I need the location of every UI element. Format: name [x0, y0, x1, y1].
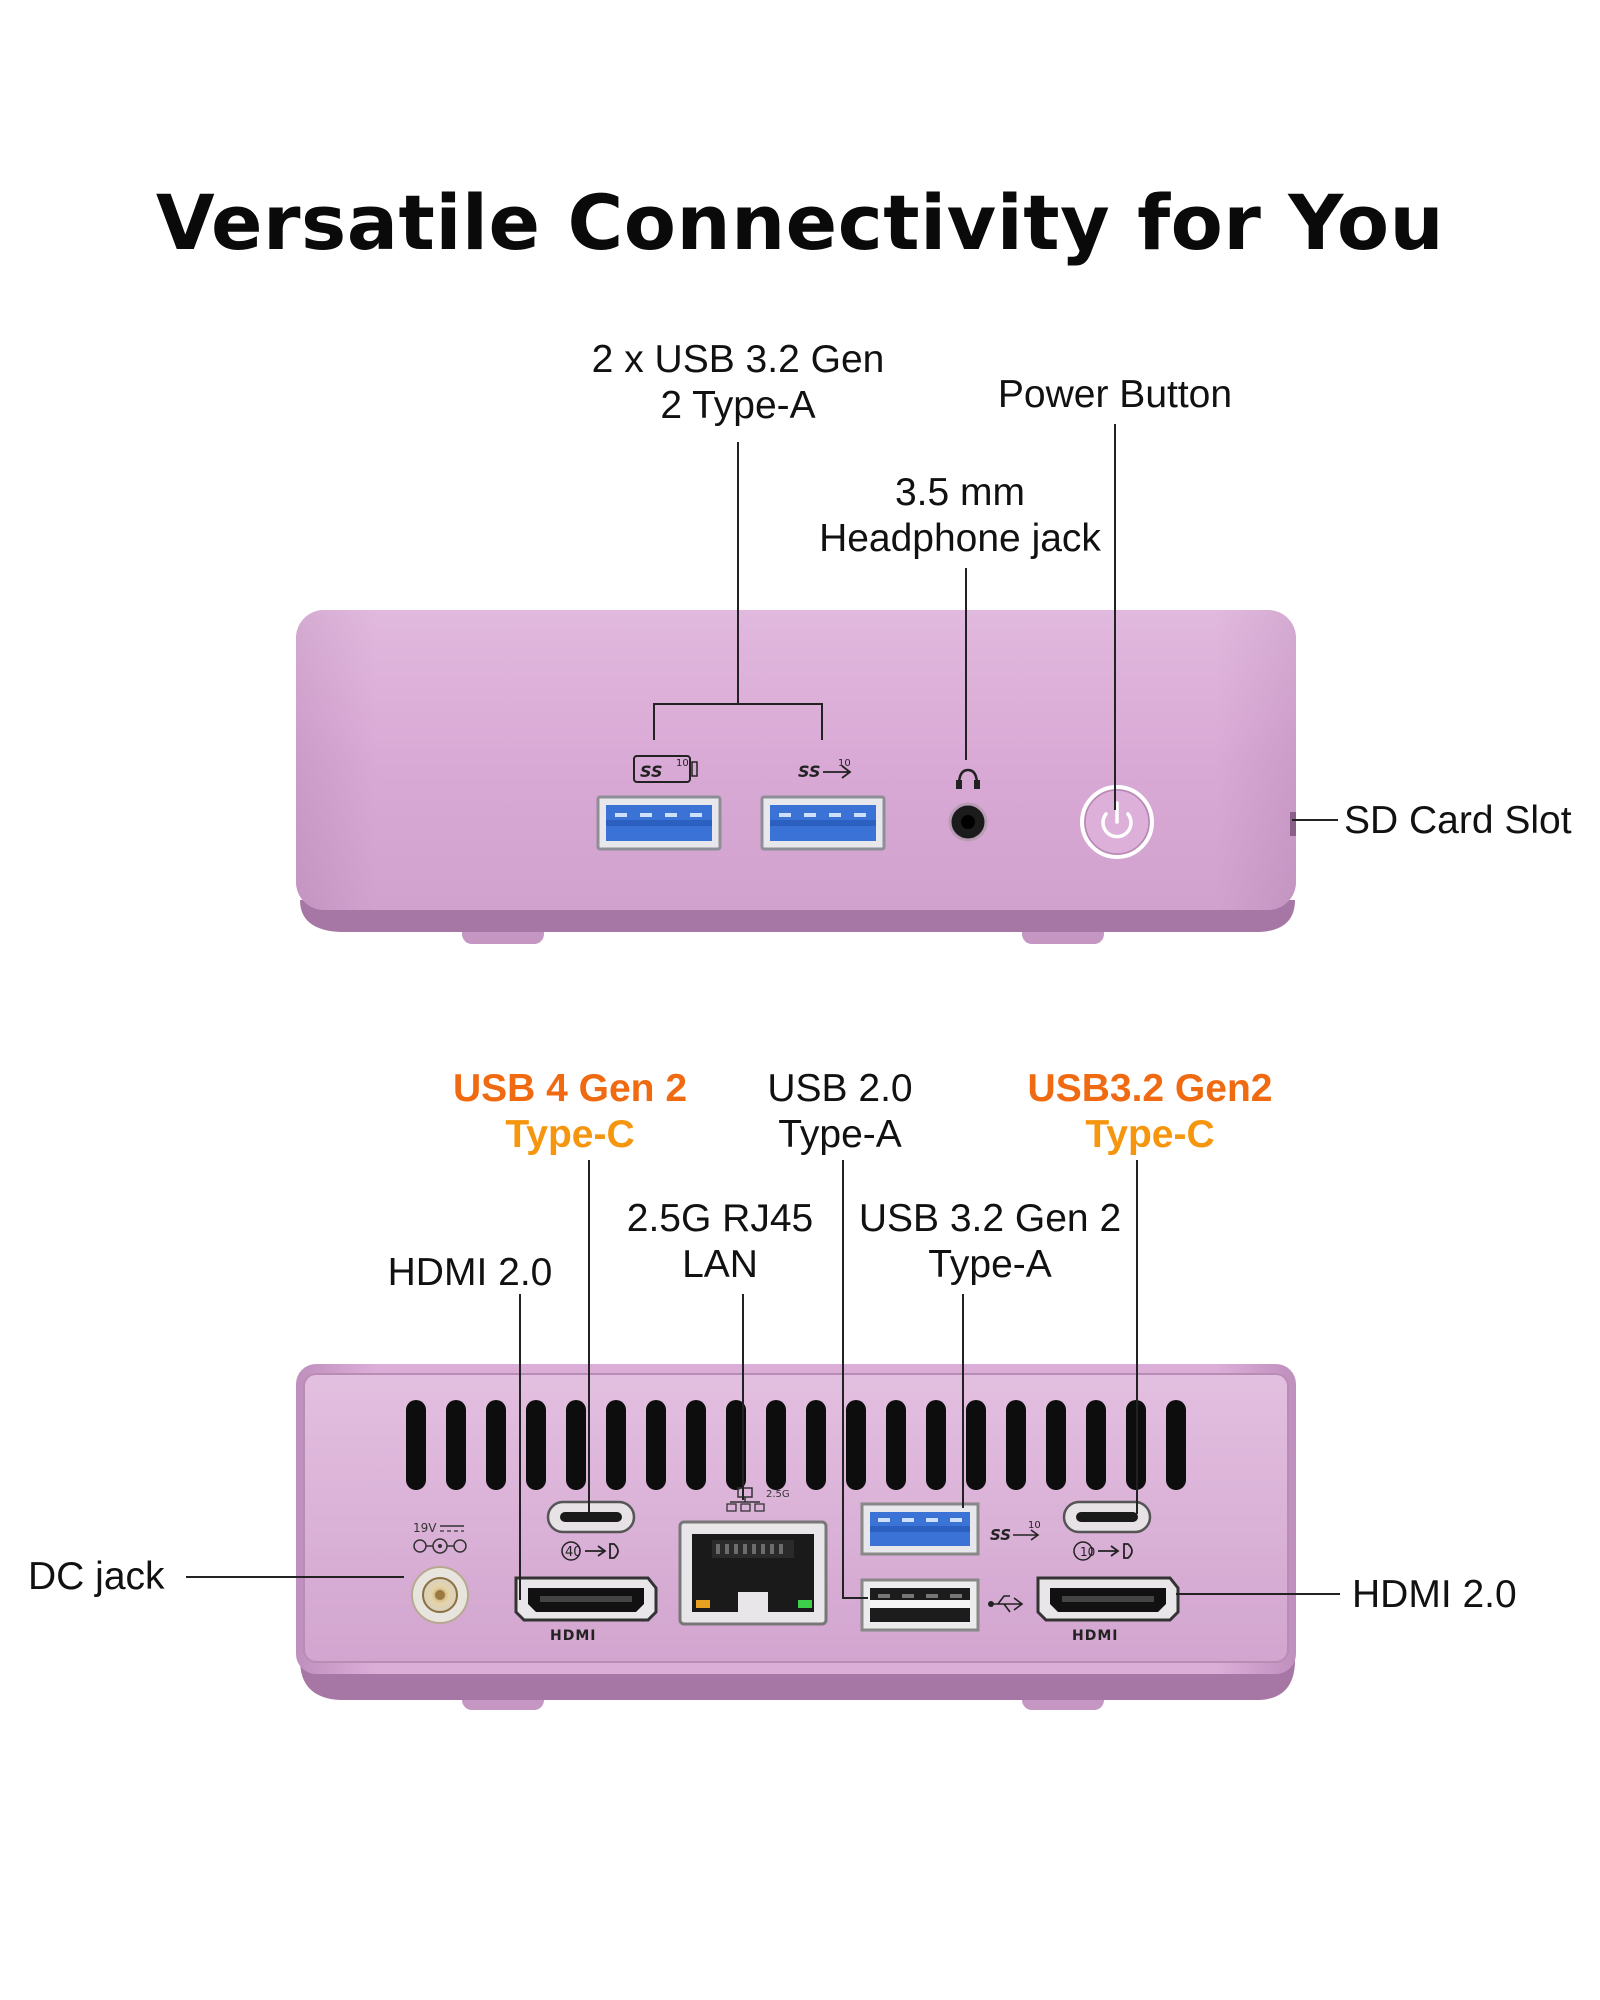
hdmi-port-left[interactable]: HDMI	[514, 1576, 658, 1644]
svg-text:SS: SS	[798, 762, 820, 781]
dc-jack-label: DC jack	[28, 1555, 165, 1598]
usb20-label-line2: Type-A	[778, 1113, 902, 1156]
front-usb-a-label-line2: 2 Type-A	[660, 384, 816, 427]
usb-3-2-type-c-port[interactable]: 10	[1062, 1500, 1152, 1561]
usb-2-0-type-a-port[interactable]	[860, 1578, 1024, 1632]
lan-label-line1: 2.5G RJ45	[626, 1197, 814, 1240]
dc-jack[interactable]: 19V	[411, 1521, 469, 1624]
headphone-jack-label: 3.5 mm Headphone jack	[800, 470, 1120, 562]
usb-2-0-label: USB 2.0 Type-A	[720, 1066, 960, 1158]
svg-text:HDMI: HDMI	[550, 1628, 596, 1644]
front-usb-a-port-2[interactable]	[760, 795, 886, 851]
headphone-label-line1: 3.5 mm	[894, 471, 1026, 514]
vent-grille	[406, 1400, 1186, 1490]
usb32c-label-line2: Type-C	[1085, 1113, 1215, 1156]
usb32a-label-line1: USB 3.2 Gen 2	[858, 1197, 1122, 1240]
usb-superspeed-icon: SS 10	[633, 755, 698, 783]
page-title: Versatile Connectivity for You	[155, 178, 1445, 267]
front-panel: SS 10 SS 10	[296, 610, 1296, 944]
front-usb-a-label-line1: 2 x USB 3.2 Gen	[591, 338, 885, 381]
hdmi-port-right[interactable]: HDMI	[1036, 1576, 1180, 1644]
back-panel: 19V 40	[296, 1364, 1296, 1710]
headphone-icon	[956, 768, 980, 789]
hdmi-left-label: HDMI 2.0	[387, 1251, 553, 1294]
svg-text:SS: SS	[640, 762, 662, 781]
usb32c-label-line1: USB3.2 Gen2	[1027, 1067, 1273, 1110]
usb4-label-line2: Type-C	[505, 1113, 635, 1156]
svg-text:10: 10	[676, 758, 689, 769]
headphone-jack[interactable]	[948, 802, 988, 842]
usb-superspeed-icon: SS 10	[798, 758, 852, 781]
svg-text:HDMI: HDMI	[1072, 1628, 1118, 1644]
usb4-label-line1: USB 4 Gen 2	[452, 1067, 688, 1110]
usb-icon	[585, 1545, 607, 1557]
usb20-label-line1: USB 2.0	[767, 1067, 913, 1110]
power-icon	[1101, 801, 1133, 839]
svg-text:2.5G: 2.5G	[766, 1489, 790, 1500]
rj45-lan-port[interactable]: 2.5G	[678, 1487, 828, 1626]
usb4-type-c-label: USB 4 Gen 2 Type-C	[420, 1066, 720, 1158]
lan-label-line2: LAN	[682, 1243, 758, 1286]
usb-superspeed-icon: SS 10	[990, 1520, 1041, 1544]
rj45-lan-label: 2.5G RJ45 LAN	[600, 1196, 840, 1288]
usb-icon	[988, 1595, 1024, 1613]
svg-text:19V: 19V	[413, 1521, 437, 1535]
headphone-label-line2: Headphone jack	[819, 517, 1101, 560]
displayport-icon	[1123, 1543, 1133, 1559]
svg-text:10: 10	[838, 758, 851, 769]
hdmi-right-label: HDMI 2.0	[1352, 1573, 1517, 1616]
sd-card-slot[interactable]	[1290, 812, 1296, 836]
dc-polarity-icon	[413, 1525, 467, 1554]
usb-icon	[1098, 1545, 1120, 1557]
usb32a-label-line2: Type-A	[928, 1243, 1052, 1286]
svg-text:SS: SS	[990, 1526, 1011, 1544]
sd-card-slot-label: SD Card Slot	[1344, 799, 1572, 842]
front-usb-a-port-1[interactable]	[596, 795, 722, 851]
power-button[interactable]	[1080, 785, 1154, 859]
network-icon: 2.5G	[726, 1487, 790, 1512]
usb4-type-c-port[interactable]: 40	[546, 1500, 636, 1561]
back-usb-3-2-type-a-port[interactable]: SS 10	[860, 1502, 1041, 1556]
displayport-icon	[609, 1543, 619, 1559]
usb-3-2-type-a-label: USB 3.2 Gen 2 Type-A	[840, 1196, 1140, 1288]
callout-lines	[186, 424, 1340, 1600]
svg-text:10: 10	[1028, 1520, 1041, 1531]
power-button-label: Power Button	[997, 373, 1233, 416]
svg-text:10: 10	[1080, 1545, 1095, 1559]
usb-3-2-type-c-label: USB3.2 Gen2 Type-C	[1000, 1066, 1300, 1158]
front-usb-a-label: 2 x USB 3.2 Gen 2 Type-A	[558, 337, 918, 429]
